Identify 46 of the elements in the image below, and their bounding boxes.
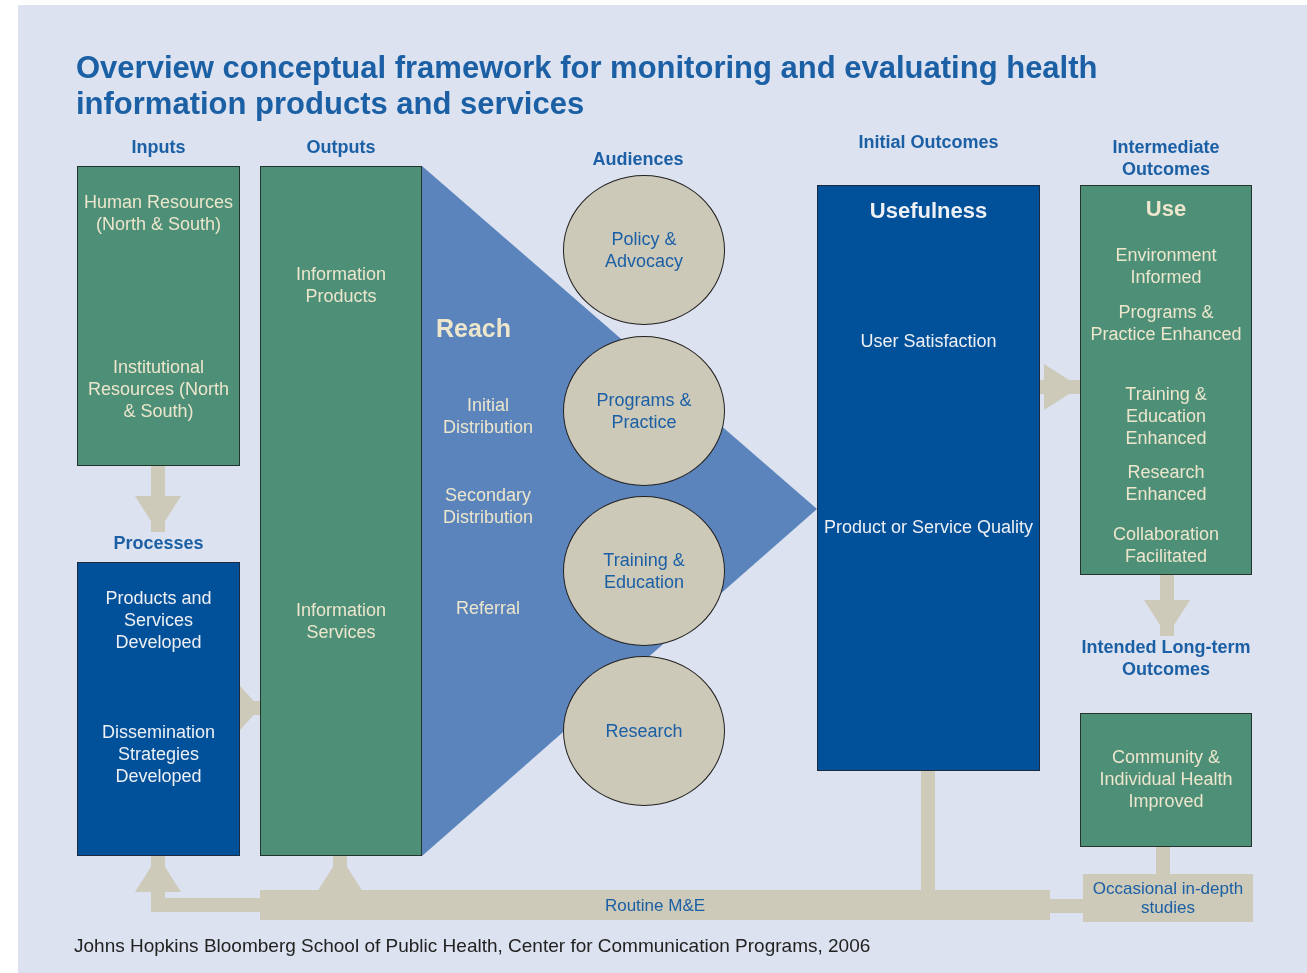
reach-text: Secondary Distribution [441, 484, 534, 528]
arrow [135, 466, 181, 532]
column-heading: Intended Long-term Outcomes [1080, 636, 1252, 680]
feedback-bar [260, 890, 1050, 920]
study-box [1083, 874, 1253, 922]
connector-line [921, 771, 935, 890]
box-text: Information Products [294, 263, 387, 307]
circle-label: Policy & Advocacy [603, 228, 684, 272]
diagram-title: Overview conceptual framework for monitoring and evaluating health information products and services [76, 50, 1099, 122]
column-heading: Inputs [130, 136, 187, 158]
arrow [135, 856, 260, 912]
box-text: Products and Services Developed [104, 587, 213, 653]
source-caption: Johns Hopkins Bloomberg School of Public Health, Center for Communication Programs, 2006 [74, 935, 871, 957]
bar-label: Routine M&E [604, 895, 706, 915]
connector-line [1050, 899, 1083, 913]
box-heading: Usefulness [868, 198, 989, 224]
reach-text: Initial Distribution [441, 394, 534, 438]
column-heading: Initial Outcomes [857, 131, 1000, 153]
column-heading: Audiences [591, 148, 685, 170]
bar-label: Occasional in-depth studies [1091, 879, 1245, 917]
box-text: Institutional Resources (North & South) [86, 356, 230, 422]
box-text: User Satisfaction [859, 330, 998, 352]
box-text: Human Resources (North & South) [82, 191, 235, 235]
column-heading: Processes [112, 532, 205, 554]
box-text: Information Services [294, 599, 387, 643]
box-text: Programs & Practice Enhanced [1089, 301, 1243, 345]
box-text: Training & Education Enhanced [1124, 383, 1208, 449]
arrow [240, 686, 260, 730]
arrow [317, 856, 363, 892]
circle-label: Research [604, 720, 684, 742]
reach-text: Referral [455, 597, 521, 619]
box-text: Product or Service Quality [822, 516, 1035, 538]
box-text: Dissemination Strategies Developed [100, 721, 216, 787]
box-heading: Use [1144, 196, 1188, 222]
box-text: Research Enhanced [1124, 461, 1208, 505]
circle-label: Training & Education [602, 549, 686, 593]
box-text: Collaboration Facilitated [1111, 523, 1221, 567]
circle-label: Programs & Practice [595, 389, 693, 433]
box-text: Environment Informed [1114, 244, 1218, 288]
arrow [1144, 575, 1190, 636]
column-heading: Outputs [305, 136, 377, 158]
box-text: Community & Individual Health Improved [1098, 746, 1234, 812]
reach-heading: Reach [436, 313, 512, 343]
arrow [1040, 364, 1080, 410]
connector-line [1156, 847, 1170, 874]
column-heading: Intermediate Outcomes [1111, 136, 1221, 180]
